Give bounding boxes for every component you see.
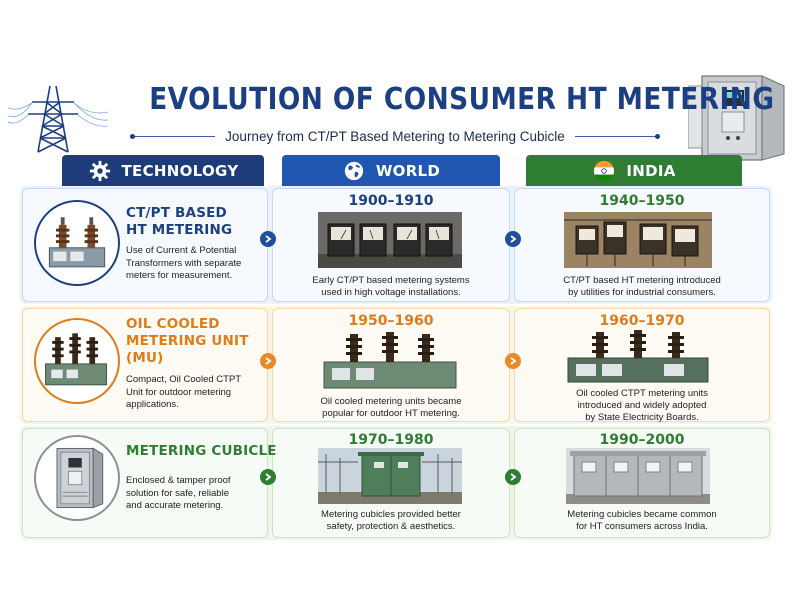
chevron-right-icon bbox=[260, 353, 276, 369]
column-header-technology: TECHNOLOGY bbox=[62, 155, 264, 186]
column-header-world: WORLD bbox=[282, 155, 500, 186]
world-caption-line: Early CT/PT based metering systems bbox=[312, 275, 470, 286]
world-caption: Oil cooled metering units became popular… bbox=[272, 396, 510, 420]
india-caption-line: by utilities for industrial consumers. bbox=[568, 287, 716, 298]
india-caption-line: CT/PT based HT metering introduced bbox=[563, 275, 721, 286]
india-caption: CT/PT based HT metering introduced by ut… bbox=[514, 275, 770, 299]
world-caption-line: popular for outdoor HT metering. bbox=[322, 408, 460, 419]
technology-heading-line: METERING UNIT bbox=[126, 333, 249, 349]
india-years: 1960–1970 bbox=[599, 313, 685, 329]
technology-description: Compact, Oil Cooled CTPT Unit for outdoo… bbox=[126, 374, 241, 412]
technology-description-line: applications. bbox=[126, 399, 179, 410]
column-header-label: TECHNOLOGY bbox=[121, 161, 239, 180]
metering-cabinet-image bbox=[688, 75, 785, 161]
column-header-label: INDIA bbox=[626, 161, 676, 180]
india-caption-line: by State Electricity Boards. bbox=[585, 412, 699, 423]
cubicle-world-photo bbox=[318, 448, 462, 504]
technology-description-line: Enclosed & tamper proof bbox=[126, 475, 231, 486]
ctpt-transformer-image bbox=[34, 200, 120, 286]
india-cell-cubicle bbox=[514, 428, 770, 538]
column-header-india: INDIA bbox=[526, 155, 742, 186]
world-years: 1970–1980 bbox=[348, 432, 434, 448]
technology-description-line: solution for safe, reliable bbox=[126, 487, 229, 499]
subtitle-row: Journey from CT/PT Based Metering to Met… bbox=[130, 126, 661, 146]
technology-description: Use of Current & Potential Transformers … bbox=[126, 245, 241, 283]
transmission-tower-icon bbox=[8, 85, 108, 153]
chevron-right-icon bbox=[505, 469, 521, 485]
page-subtitle: Journey from CT/PT Based Metering to Met… bbox=[225, 128, 565, 144]
technology-heading-line: HT METERING bbox=[126, 222, 233, 238]
technology-heading: METERING CUBICLE bbox=[126, 443, 277, 460]
technology-description-line: Transformers with separate bbox=[126, 257, 242, 269]
early-ctpt-meters-photo bbox=[318, 212, 462, 268]
technology-description: Enclosed & tamper proof solution for saf… bbox=[126, 475, 231, 513]
world-caption-line: Metering cubicles provided better bbox=[321, 509, 461, 520]
oil-cooled-unit-india-photo bbox=[564, 328, 712, 386]
india-caption: Metering cubicles became common for HT c… bbox=[514, 509, 770, 533]
metering-cubicle-image bbox=[34, 435, 120, 521]
india-caption-line: for HT consumers across India. bbox=[576, 521, 708, 532]
world-caption-line: used in high voltage installations. bbox=[321, 287, 461, 298]
india-years: 1940–1950 bbox=[599, 193, 685, 209]
india-ctpt-meters-photo bbox=[564, 212, 712, 268]
technology-description-line: Unit for outdoor metering bbox=[126, 386, 232, 398]
india-caption-line: Oil cooled CTPT metering units bbox=[576, 388, 708, 399]
gear-icon bbox=[88, 159, 112, 183]
india-years: 1990–2000 bbox=[599, 432, 685, 448]
chevron-right-icon bbox=[260, 469, 276, 485]
oil-cooled-unit-world-photo bbox=[320, 330, 460, 392]
technology-heading-line: (MU) bbox=[126, 350, 164, 366]
india-caption-line: Metering cubicles became common bbox=[567, 509, 717, 520]
oil-cooled-metering-unit-image bbox=[34, 318, 120, 404]
world-caption: Early CT/PT based metering systems used … bbox=[272, 275, 510, 299]
chevron-right-icon bbox=[260, 231, 276, 247]
chevron-right-icon bbox=[505, 353, 521, 369]
technology-description-line: and accurate metering. bbox=[126, 500, 224, 511]
world-years: 1950–1960 bbox=[348, 313, 434, 329]
technology-description-line: Use of Current & Potential bbox=[126, 245, 237, 256]
cubicle-india-photo bbox=[566, 448, 710, 504]
technology-heading: OIL COOLED METERING UNIT (MU) bbox=[126, 316, 249, 367]
subtitle-rule-left bbox=[130, 133, 216, 139]
world-caption-line: safety, protection & aesthetics. bbox=[326, 521, 456, 532]
world-years: 1900–1910 bbox=[348, 193, 434, 209]
technology-heading-line: OIL COOLED bbox=[126, 316, 220, 332]
technology-heading: CT/PT BASED HT METERING bbox=[126, 205, 232, 239]
india-caption-line: introduced and widely adopted bbox=[577, 400, 707, 411]
globe-icon bbox=[342, 159, 366, 183]
subtitle-rule-right bbox=[574, 133, 661, 139]
technology-heading-line: METERING CUBICLE bbox=[126, 443, 277, 459]
column-header-label: WORLD bbox=[375, 161, 441, 180]
world-caption-line: Oil cooled metering units became bbox=[320, 396, 462, 407]
technology-heading-line: CT/PT BASED bbox=[126, 205, 227, 221]
india-caption: Oil cooled CTPT metering units introduce… bbox=[514, 388, 770, 424]
world-caption: Metering cubicles provided better safety… bbox=[272, 509, 510, 533]
technology-description-line: meters for measurement. bbox=[126, 270, 233, 281]
technology-description-line: Compact, Oil Cooled CTPT bbox=[126, 374, 242, 385]
page-title: EVOLUTION OF CONSUMER HT METERING bbox=[149, 82, 775, 117]
india-flag-icon bbox=[592, 159, 616, 183]
chevron-right-icon bbox=[505, 231, 521, 247]
